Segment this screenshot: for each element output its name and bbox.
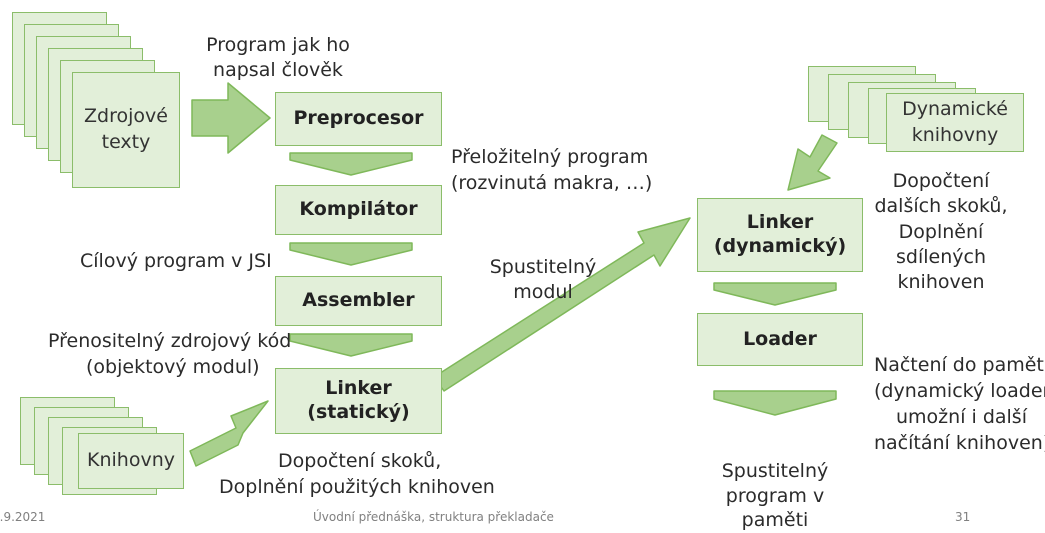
preprocessor-box: Preprocesor: [275, 92, 442, 146]
source-files-label: Zdrojové texty: [72, 72, 180, 188]
footer-page-number: 31: [955, 510, 971, 524]
arrow-assembler-to-linker-static: [289, 333, 413, 357]
note-translatable-line1: Přeložitelný program: [451, 146, 649, 168]
arrow-sources-to-preprocessor: [191, 82, 271, 154]
linker-dynamic-box: Linker (dynamický): [697, 198, 863, 272]
assembler-box: Assembler: [275, 276, 442, 326]
library-files-label: Knihovny: [78, 433, 184, 489]
note-loading-line4: načítání knihoven): [874, 432, 1045, 454]
note-program-in-memory: Spustitelný program v paměti: [721, 460, 829, 532]
arrow-dynlibs-to-linker-dynamic: [787, 134, 838, 191]
note-human-program: Program jak ho napsal člověk: [206, 34, 350, 82]
note-relocatable-line2: (objektový modul): [86, 356, 260, 378]
note-target-program: Cílový program v JSI: [80, 250, 272, 272]
arrow-libraries-to-linker-static: [189, 400, 269, 467]
loader-box: Loader: [697, 313, 863, 366]
note-executable-module: Spustitelný modul: [489, 256, 597, 304]
compiler-box: Kompilátor: [275, 185, 442, 235]
arrow-linker-dynamic-to-loader: [713, 282, 837, 306]
footer-date: 1.9.2021: [0, 510, 46, 524]
arrow-loader-to-memory: [713, 390, 837, 416]
arrow-compiler-to-assembler: [289, 242, 413, 266]
note-relocatable-line1: Přenositelný zdrojový kód: [48, 330, 292, 352]
note-static-link-line1: Dopočtení skoků,: [278, 450, 442, 472]
note-loading-line3: umožní i další: [896, 406, 1027, 428]
note-dynamic-link: Dopočtení dalších skoků, Doplnění sdílen…: [874, 170, 1008, 294]
linker-static-box: Linker (statický): [275, 368, 442, 434]
dynamic-libraries-label: Dynamické knihovny: [886, 93, 1024, 152]
note-loading-line2: (dynamický loader: [874, 380, 1045, 402]
note-loading-line1: Načtení do paměti: [874, 354, 1045, 376]
note-translatable-line2: (rozvinutá makra, …): [451, 172, 653, 194]
footer-title: Úvodní přednáška, struktura překladače: [313, 510, 554, 524]
note-static-link-line2: Doplnění použitých knihoven: [219, 476, 495, 498]
arrow-linker-static-to-linker-dynamic: [433, 217, 691, 392]
arrow-preprocessor-to-compiler: [289, 152, 413, 176]
